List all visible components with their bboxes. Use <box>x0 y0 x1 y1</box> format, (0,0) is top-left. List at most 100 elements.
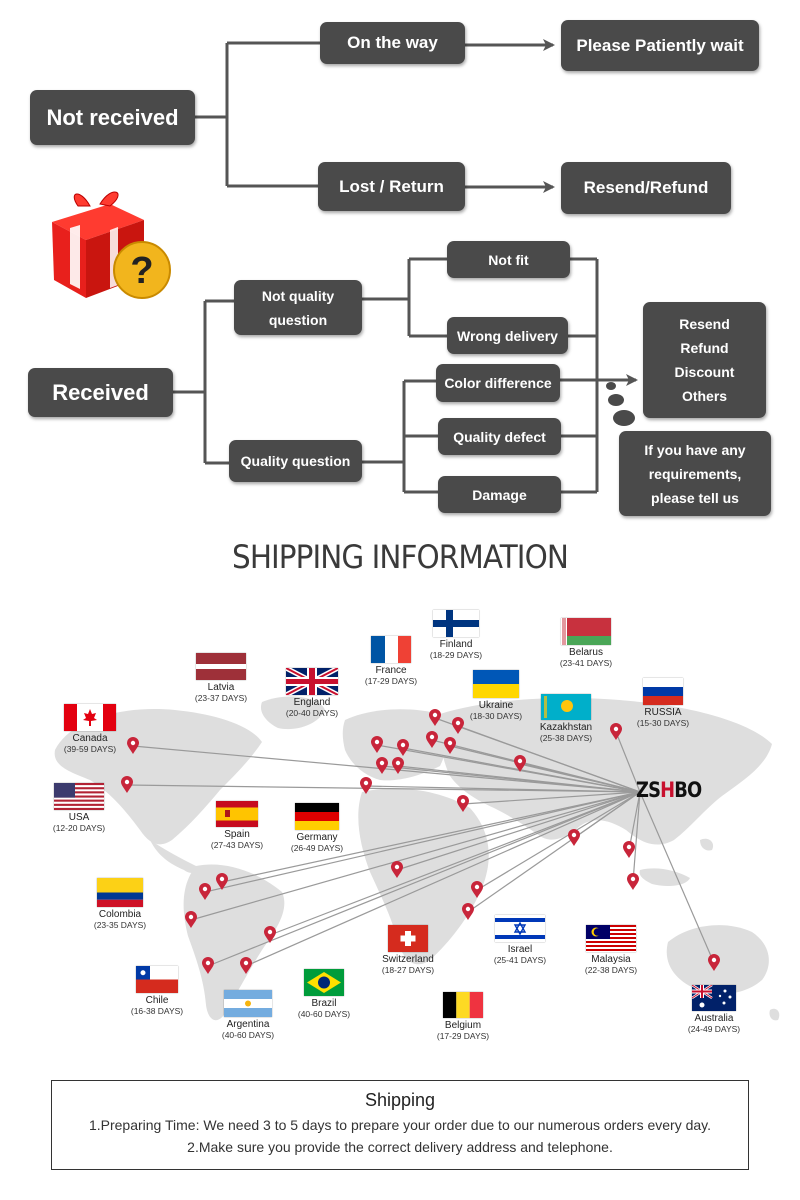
brand-highlight: H <box>660 778 675 802</box>
colombia-flag-icon <box>97 878 143 907</box>
map-pin-icon <box>240 957 252 974</box>
country-israel: Israel (25-41 DAYS) <box>472 915 568 965</box>
country-name: RUSSIA <box>644 707 682 718</box>
country-england: England (20-40 DAYS) <box>264 668 360 718</box>
country-name: Chile <box>145 995 169 1006</box>
country-name: Ukraine <box>478 700 514 711</box>
requirements-line-2: requirements, <box>648 465 742 482</box>
map-pin-icon <box>391 861 403 878</box>
country-name: England <box>293 697 331 708</box>
country-kazakhstan: Kazakhstan (25-38 DAYS) <box>518 694 614 743</box>
uk-flag-icon <box>286 668 338 695</box>
map-pin-icon <box>199 883 211 900</box>
country-days: (18-30 DAYS) <box>469 711 523 721</box>
country-days: (23-35 DAYS) <box>93 920 147 930</box>
map-pin-icon <box>708 954 720 971</box>
country-name: Spain <box>224 829 250 840</box>
not-quality-box: Not quality question <box>234 280 362 335</box>
map-pin-icon <box>121 776 133 793</box>
country-days: (23-41 DAYS) <box>559 658 613 668</box>
country-days: (25-41 DAYS) <box>493 955 547 965</box>
map-pin-icon <box>471 881 483 898</box>
country-days: (15-30 DAYS) <box>636 718 690 728</box>
color-difference-box: Color difference <box>436 364 560 402</box>
world-map <box>54 696 780 1021</box>
country-france: France (17-29 DAYS) <box>343 636 439 686</box>
canada-flag-icon <box>64 704 116 731</box>
solution-resend: Resend <box>679 316 730 332</box>
country-usa: USA (12-20 DAYS) <box>31 783 127 833</box>
not-fit-box: Not fit <box>447 241 570 278</box>
brazil-flag-icon <box>304 969 344 996</box>
country-name: Switzerland <box>382 954 434 965</box>
germany-flag-icon <box>295 803 339 830</box>
country-finland: Finland (18-29 DAYS) <box>408 610 504 660</box>
shipping-notice-line-1: 1.Preparing Time: We need 3 to 5 days to… <box>88 1117 712 1133</box>
svg-text:?: ? <box>130 250 153 292</box>
damage-box: Damage <box>438 476 561 513</box>
country-name: Canada <box>72 733 108 744</box>
map-pin-icon <box>462 903 474 920</box>
country-days: (17-29 DAYS) <box>436 1031 490 1041</box>
country-name: Israel <box>507 944 533 955</box>
country-days: (39-59 DAYS) <box>63 744 117 754</box>
country-chile: Chile (16-38 DAYS) <box>109 966 205 1016</box>
country-latvia: Latvia (23-37 DAYS) <box>173 653 269 703</box>
solution-discount: Discount <box>674 364 735 380</box>
spain-flag-icon <box>216 801 258 827</box>
route-line <box>457 725 641 793</box>
route-line <box>628 791 641 851</box>
map-pin-icon <box>127 737 139 754</box>
country-days: (18-29 DAYS) <box>429 650 483 660</box>
route-line <box>245 791 641 967</box>
country-name: Brazil <box>311 998 337 1009</box>
country-russia: RUSSIA (15-30 DAYS) <box>615 678 711 728</box>
country-spain: Spain (27-43 DAYS) <box>189 801 285 850</box>
country-germany: Germany (26-49 DAYS) <box>269 803 365 853</box>
route-line <box>573 791 641 839</box>
country-days: (20-40 DAYS) <box>285 708 339 718</box>
map-pin-icon <box>610 723 622 740</box>
requirements-line-3: please tell us <box>651 489 739 506</box>
route-line <box>462 791 641 805</box>
usa-flag-icon <box>54 783 104 810</box>
brand-post: BO <box>674 778 702 802</box>
shipping-notice-line-2: 2.Make sure you provide the correct deli… <box>187 1139 613 1155</box>
resend-refund-box: Resend/Refund <box>561 162 731 214</box>
on-the-way-box: On the way <box>320 22 465 64</box>
country-days: (18-27 DAYS) <box>381 965 435 975</box>
gift-box-question-icon: ? <box>52 191 171 299</box>
country-ukraine: Ukraine (18-30 DAYS) <box>448 670 544 721</box>
not-quality-line-1: Not quality <box>261 287 335 304</box>
switzerland-flag-icon <box>388 925 428 952</box>
country-colombia: Colombia (23-35 DAYS) <box>72 878 168 930</box>
not-quality-line-2: question <box>268 311 328 328</box>
map-pin-icon <box>627 873 639 890</box>
country-brazil: Brazil (40-60 DAYS) <box>276 969 372 1019</box>
country-days: (25-38 DAYS) <box>539 733 593 743</box>
map-pin-icon <box>216 873 228 890</box>
country-days: (22-38 DAYS) <box>584 965 638 975</box>
solutions-box: Resend Refund Discount Others <box>643 302 766 418</box>
country-name: Belgium <box>444 1020 482 1031</box>
route-line <box>204 791 641 893</box>
shipping-notice: Shipping 1.Preparing Time: We need 3 to … <box>51 1080 749 1170</box>
country-name: Malaysia <box>591 954 631 965</box>
country-name: Belarus <box>569 647 603 658</box>
country-canada: Canada (39-59 DAYS) <box>42 704 138 754</box>
wrong-delivery-box: Wrong delivery <box>447 317 568 354</box>
route-line <box>639 791 715 964</box>
country-name: Argentina <box>226 1019 270 1030</box>
solution-others: Others <box>681 388 728 404</box>
country-name: USA <box>68 812 90 823</box>
map-pin-icon <box>202 957 214 974</box>
country-australia: Australia (24-49 DAYS) <box>666 985 762 1034</box>
map-pin-icon <box>392 757 404 774</box>
map-pin-icon <box>426 731 438 748</box>
shipping-notice-title: Shipping <box>364 1090 436 1110</box>
brand-logo: ZSHBO <box>636 778 702 802</box>
finland-flag-icon <box>433 610 479 637</box>
israel-flag-icon <box>495 915 545 942</box>
latvia-flag-icon <box>196 653 246 680</box>
france-flag-icon <box>371 636 411 663</box>
